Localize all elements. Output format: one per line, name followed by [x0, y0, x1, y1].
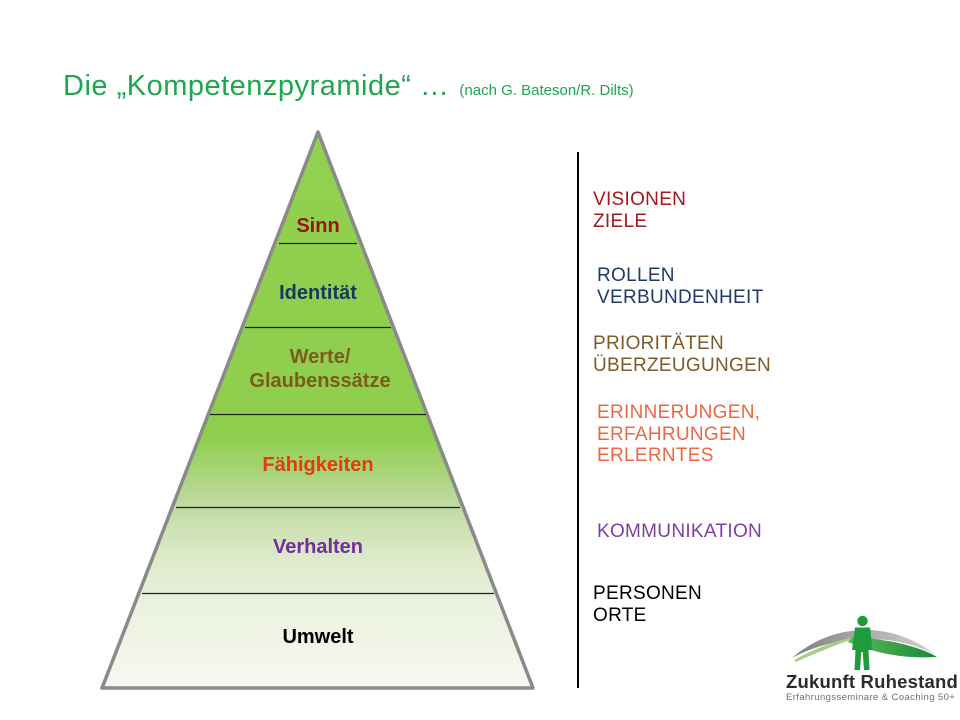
- pyramid-level-label: Umwelt: [282, 626, 354, 648]
- annotation-line: ZIELE: [593, 210, 648, 232]
- annotation-line: KOMMUNIKATION: [597, 521, 763, 542]
- annotation-prioritaeten-ueberzeugungen: PRIORITÄTEN ÜBERZEUGUNGEN: [593, 333, 771, 376]
- annotation-line: ERFAHRUNGEN: [597, 423, 746, 445]
- pyramid-shape: [100, 130, 535, 690]
- annotation-line: VISIONEN: [593, 189, 687, 210]
- pyramid-level-label: Identität: [279, 282, 357, 304]
- annotation-line: ORTE: [593, 604, 647, 626]
- pyramid-level-sinn: Sinn: [296, 214, 339, 238]
- annotation-visionen-ziele: VISIONEN ZIELE: [593, 189, 686, 232]
- pyramid-level-werte: Werte/ Glaubenssätze: [249, 345, 390, 393]
- pyramid-level-label: Sinn: [296, 215, 340, 237]
- pyramid-level-faehigkeiten: Fähigkeiten: [262, 453, 373, 477]
- annotation-line: PRIORITÄTEN: [593, 333, 725, 354]
- annotation-line: ÜBERZEUGUNGEN: [593, 354, 772, 376]
- annotation-kommunikation: KOMMUNIKATION: [597, 521, 762, 543]
- separator-line: [577, 152, 579, 688]
- person-silhouette-icon: [852, 615, 873, 670]
- annotation-line: ROLLEN: [597, 265, 675, 286]
- logo-graphic: [792, 615, 937, 670]
- pyramid-level-label: Fähigkeiten: [262, 454, 374, 476]
- annotation-line: ERLERNTES: [597, 445, 714, 466]
- pyramid-level-label: Werte/: [289, 346, 351, 368]
- swoosh-lightgreen-arc-icon: [794, 635, 866, 662]
- pyramid-level-umwelt: Umwelt: [282, 625, 353, 649]
- annotation-rollen-verbundenheit: ROLLEN VERBUNDENHEIT: [597, 265, 763, 308]
- slide-title-attribution: (nach G. Bateson/R. Dilts): [459, 82, 634, 99]
- annotation-line: VERBUNDENHEIT: [597, 286, 764, 308]
- pyramid-level-label: Glaubenssätze: [249, 370, 391, 392]
- annotation-line: ERINNERUNGEN,: [597, 402, 761, 423]
- swoosh-gray-arc-icon: [792, 629, 937, 658]
- slide-title-main: Die „Kompetenzpyramide“ …: [63, 70, 450, 102]
- logo: Zukunft Ruhestand Erfahrungsseminare & C…: [786, 610, 958, 706]
- pyramid-level-verhalten: Verhalten: [273, 535, 363, 559]
- slide-title: Die „Kompetenzpyramide“ … (nach G. Bateso…: [63, 70, 634, 103]
- annotation-line: PERSONEN: [593, 583, 703, 604]
- pyramid-level-identitaet: Identität: [279, 281, 357, 305]
- logo-tagline: Erfahrungsseminare & Coaching 50+: [786, 692, 956, 703]
- annotation-personen-orte: PERSONEN ORTE: [593, 583, 702, 626]
- logo-name: Zukunft Ruhestand: [786, 671, 958, 692]
- pyramid-level-label: Verhalten: [272, 536, 364, 558]
- annotation-erinnerungen-erfahrungen: ERINNERUNGEN, ERFAHRUNGEN ERLERNTES: [597, 402, 760, 467]
